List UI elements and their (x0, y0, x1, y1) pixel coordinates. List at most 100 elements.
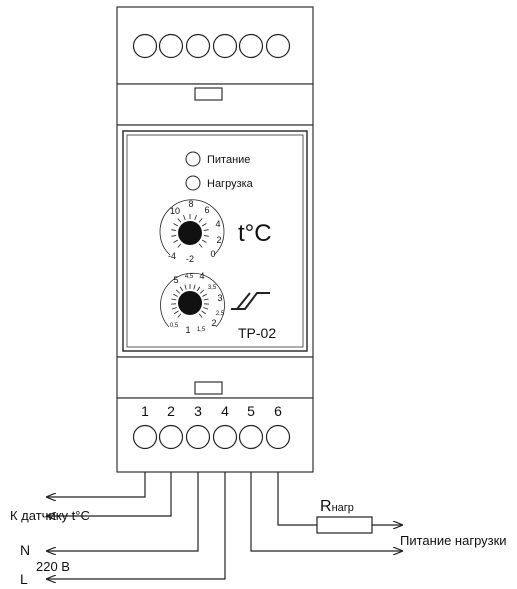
top-latch-slot (194, 87, 223, 101)
hyst-scale-label-3-5: 3,5 (208, 285, 217, 291)
terminal-number-6: 6 (274, 403, 282, 419)
neutral-wire (47, 472, 199, 551)
hyst-dial-tick-13 (199, 289, 205, 294)
top-terminal-screw-3 (185, 33, 211, 59)
neutral-label: N (20, 542, 30, 558)
temp-dial-tick-11 (201, 223, 207, 227)
terminal-number-2: 2 (167, 403, 175, 419)
hyst-dial-tick-17 (203, 307, 209, 310)
line-wire (47, 472, 226, 579)
bottom-terminal-screw-1 (132, 424, 158, 450)
bottom-terminal-screw-3 (185, 424, 211, 450)
hysteresis-knob[interactable] (178, 291, 202, 315)
hyst-dial-tick-14 (202, 293, 207, 297)
hysteresis-dial-scale-arc (160, 272, 225, 328)
terminal-number-3: 3 (194, 403, 202, 419)
temp-scale-label-4: 4 (215, 219, 220, 229)
sensor-wire-1 (47, 472, 146, 497)
temp-dial-tick-4 (171, 229, 177, 231)
hyst-dial-tick-18 (201, 310, 206, 315)
temp-dial-tick-12 (203, 229, 209, 231)
sensor-wire-2 (47, 472, 172, 516)
bottom-latch-slot (194, 381, 223, 395)
hyst-scale-label-3: 3 (217, 293, 222, 303)
load-power-label: Питание нагрузки (400, 533, 507, 548)
hyst-dial-tick-1 (177, 313, 182, 318)
front-panel-inner (126, 134, 304, 348)
hysteresis-dial-ticks (171, 284, 209, 318)
load-led-label: Нагрузка (207, 178, 254, 190)
top-terminal-screws (132, 33, 291, 59)
hyst-dial-tick-15 (203, 298, 209, 301)
hysteresis-dial[interactable]: 5 4,5 4 3,5 3 2,5 2 1,5 1 0,5 (160, 271, 225, 335)
top-terminal-screw-4 (212, 33, 238, 59)
temperature-dial-scale-arc (159, 199, 225, 256)
temperature-unit-label: t°C (238, 220, 272, 247)
hyst-scale-label-1: 1 (185, 325, 190, 335)
temp-dial-tick-13 (203, 235, 209, 237)
bottom-terminal-screw-4 (212, 424, 238, 450)
hysteresis-icon (231, 292, 270, 310)
hyst-dial-tick-3 (171, 307, 177, 310)
temp-dial-tick-1 (177, 243, 182, 248)
hyst-dial-tick-19 (198, 313, 203, 318)
bottom-terminal-screw-5 (238, 424, 264, 450)
temp-dial-tick-14 (201, 239, 207, 243)
temp-scale-label-0: 0 (210, 249, 215, 259)
terminal-number-4: 4 (221, 403, 229, 419)
temp-scale-label-2: 2 (216, 235, 221, 245)
hyst-dial-tick-9 (184, 284, 187, 290)
terminal-number-1: 1 (141, 403, 149, 419)
hyst-dial-tick-5 (171, 298, 177, 301)
temp-dial-tick-5 (173, 223, 179, 227)
temp-dial-tick-15 (198, 243, 203, 248)
temperature-dial[interactable]: 10 8 6 4 2 0 -2 -4 (159, 199, 225, 264)
line-label: L (20, 571, 28, 587)
temp-dial-tick-7 (183, 215, 186, 220)
load-wire-to-resistor (277, 472, 317, 526)
hyst-dial-tick-12 (196, 286, 201, 292)
hyst-scale-label-2-5: 2,5 (216, 311, 225, 317)
resistor-label: Rнагр (320, 498, 354, 515)
temp-dial-tick-3 (171, 235, 177, 237)
temp-scale-label-minus2: -2 (186, 254, 194, 264)
temp-scale-label-minus4: -4 (168, 251, 176, 261)
load-led-icon (185, 175, 201, 191)
top-terminal-screw-5 (238, 33, 264, 59)
temp-dial-tick-6 (177, 218, 182, 223)
bottom-terminal-screw-2 (158, 424, 184, 450)
hyst-scale-label-5: 5 (173, 275, 178, 285)
hyst-dial-tick-6 (173, 293, 178, 297)
hyst-dial-tick-8 (179, 286, 184, 292)
voltage-label: 220 В (36, 559, 70, 574)
power-led-label: Питание (207, 154, 250, 166)
power-led-icon (185, 151, 201, 167)
temp-dial-tick-9 (194, 215, 197, 220)
temp-scale-label-10: 10 (170, 206, 180, 216)
relay-housing (116, 6, 314, 473)
top-terminal-screw-6 (265, 33, 291, 59)
terminal-number-5: 5 (247, 403, 255, 419)
bottom-terminal-screw-6 (265, 424, 291, 450)
sensor-wire-label: К датчику t°C (10, 508, 90, 523)
load-resistor (316, 516, 373, 534)
hyst-scale-label-0-5: 0,5 (170, 323, 179, 329)
hyst-scale-label-1-5: 1,5 (197, 327, 206, 333)
temp-scale-label-6: 6 (204, 205, 209, 215)
temp-dial-tick-10 (198, 218, 203, 223)
temperature-knob[interactable] (178, 221, 202, 245)
temp-scale-label-8: 8 (188, 199, 193, 209)
hyst-dial-tick-7 (175, 289, 181, 294)
model-label: ТР-02 (238, 325, 276, 341)
top-terminal-screw-1 (132, 33, 158, 59)
temperature-dial-ticks (171, 214, 209, 248)
top-terminal-screw-2 (158, 33, 184, 59)
hyst-dial-tick-2 (174, 310, 179, 315)
hyst-scale-label-4-5: 4,5 (185, 274, 194, 280)
bottom-terminal-screws (132, 424, 291, 450)
hyst-scale-label-4: 4 (199, 271, 204, 281)
load-power-wire-1 (250, 472, 402, 551)
temp-dial-tick-2 (173, 239, 179, 243)
